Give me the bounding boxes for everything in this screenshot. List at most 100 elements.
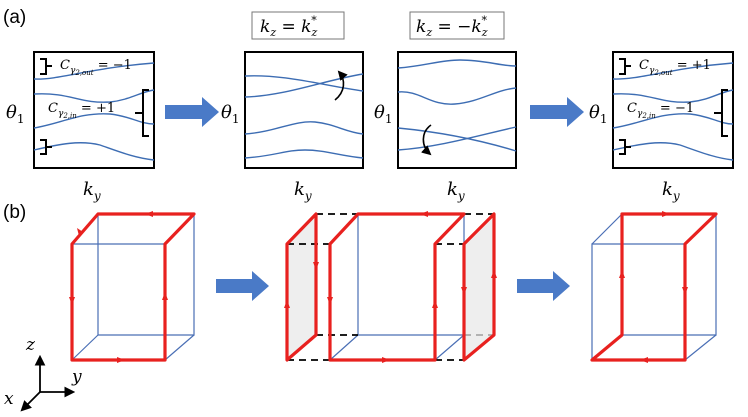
cube-2 — [284, 211, 497, 363]
bracket-mid — [135, 89, 149, 137]
block-arrow-3 — [216, 271, 269, 301]
cube-edge — [71, 243, 166, 361]
loop-arrowhead — [420, 211, 428, 217]
band-curve — [33, 113, 155, 129]
band-curves-2 — [244, 73, 364, 159]
band-box-3-frame — [397, 51, 517, 169]
bracket-bottom — [619, 139, 631, 155]
red-loop-right — [462, 212, 496, 362]
cube-edge — [329, 244, 436, 361]
bracket-bottom — [40, 139, 52, 155]
bracket-top — [40, 58, 52, 75]
band-box-1-frame — [33, 51, 155, 169]
ky-label: ky — [83, 179, 101, 203]
red-loop-2-arrows — [284, 211, 497, 363]
red-loop-center — [328, 212, 466, 362]
band-box-2: kz = kz* θ1 ky — [221, 11, 364, 203]
band-curve — [397, 59, 517, 69]
bracket-top — [619, 58, 631, 75]
theta-label: θ1 — [6, 102, 24, 126]
cube-edge — [71, 213, 195, 361]
band-curve — [397, 127, 517, 152]
cube-edge — [97, 213, 195, 336]
red-loop-1-arrows — [69, 211, 168, 363]
axis-x — [20, 391, 41, 412]
block-arrow-1 — [165, 97, 219, 127]
band-box-2-frame — [244, 51, 364, 169]
shaded-face-right — [464, 214, 494, 360]
cube-1 — [69, 211, 196, 363]
cube-edge — [591, 243, 686, 361]
kz-header-1: kz = kz* — [260, 14, 317, 39]
loop-arrowhead — [69, 297, 75, 305]
ky-label: ky — [662, 179, 680, 203]
band-curves-3 — [397, 59, 517, 152]
chern-mid-label: Cγ2,in = +1 — [48, 101, 115, 120]
loop-arrowhead — [313, 262, 319, 270]
loop-arrowhead — [619, 270, 625, 278]
theta-label: θ1 — [374, 102, 392, 126]
dashed-frame — [287, 213, 494, 361]
band-box-4-frame — [612, 51, 734, 169]
band-curve — [612, 142, 734, 161]
band-box-1: Cγ2,out = −1 Cγ2,in = +1 θ1 ky — [6, 51, 155, 203]
loop-arrowhead — [284, 300, 290, 308]
loop-arrowhead — [491, 270, 497, 278]
band-curve — [33, 62, 155, 80]
band-curve — [397, 87, 517, 105]
band-curve — [244, 121, 364, 135]
block-arrow-2 — [530, 97, 584, 127]
band-curve — [612, 62, 734, 80]
axis-x-label: x — [4, 389, 14, 409]
loop-arrowhead — [682, 287, 688, 295]
ky-label: ky — [294, 179, 312, 203]
band-curves-1 — [33, 62, 155, 161]
theta-label: θ1 — [589, 102, 607, 126]
band-box-3: kz = −kz* θ1 ky — [374, 11, 517, 203]
loop-arrowhead — [432, 300, 438, 308]
band-curve — [397, 126, 517, 151]
axes-triad: z y x — [4, 335, 82, 412]
loop-arrowhead — [461, 287, 467, 295]
loop-arrowhead — [117, 357, 125, 363]
block-arrow-4 — [517, 271, 570, 301]
rotation-arrow-2 — [421, 124, 432, 156]
bracket-mid — [714, 89, 728, 137]
theta-label: θ1 — [221, 102, 239, 126]
cube-3 — [590, 211, 718, 363]
loop-arrowhead — [77, 228, 83, 236]
chern-top-label: Cγ2,out = −1 — [60, 58, 132, 77]
ky-label: ky — [447, 179, 465, 203]
shaded-face-left — [287, 214, 316, 360]
loop-arrowhead — [662, 211, 670, 217]
cube-edge — [621, 213, 717, 336]
loop-arrowhead — [382, 357, 390, 363]
loop-arrowhead — [145, 211, 153, 217]
band-curve — [244, 75, 364, 92]
panel-a-label: (a) — [3, 7, 26, 28]
band-curve — [612, 89, 734, 103]
cube-1-edges — [71, 213, 195, 361]
chern-top-label: Cγ2,out = +1 — [639, 58, 711, 77]
cube-edge — [591, 213, 717, 361]
band-curve — [33, 89, 155, 103]
red-loop-left — [285, 212, 318, 362]
cube-edge — [329, 334, 465, 361]
cube-3-edges — [591, 213, 717, 361]
band-box-4: Cγ2,out = +1 Cγ2,in = −1 θ1 ky — [589, 51, 734, 203]
band-curve — [244, 149, 364, 159]
band-curve — [244, 73, 364, 98]
band-curve — [33, 142, 155, 161]
axis-z-label: z — [25, 335, 36, 355]
red-loop-3-arrows — [619, 211, 688, 363]
red-loop-1 — [70, 212, 196, 362]
kz-header-2: kz = −kz* — [416, 14, 488, 39]
chern-mid-label: Cγ2,in = −1 — [627, 101, 694, 120]
loop-arrowhead — [327, 297, 333, 305]
axis-y-label: y — [71, 367, 82, 387]
kz-header-box-1 — [251, 11, 345, 40]
loop-arrowhead — [640, 357, 648, 363]
red-loop-3 — [590, 212, 718, 362]
kz-header-box-2 — [409, 11, 505, 40]
